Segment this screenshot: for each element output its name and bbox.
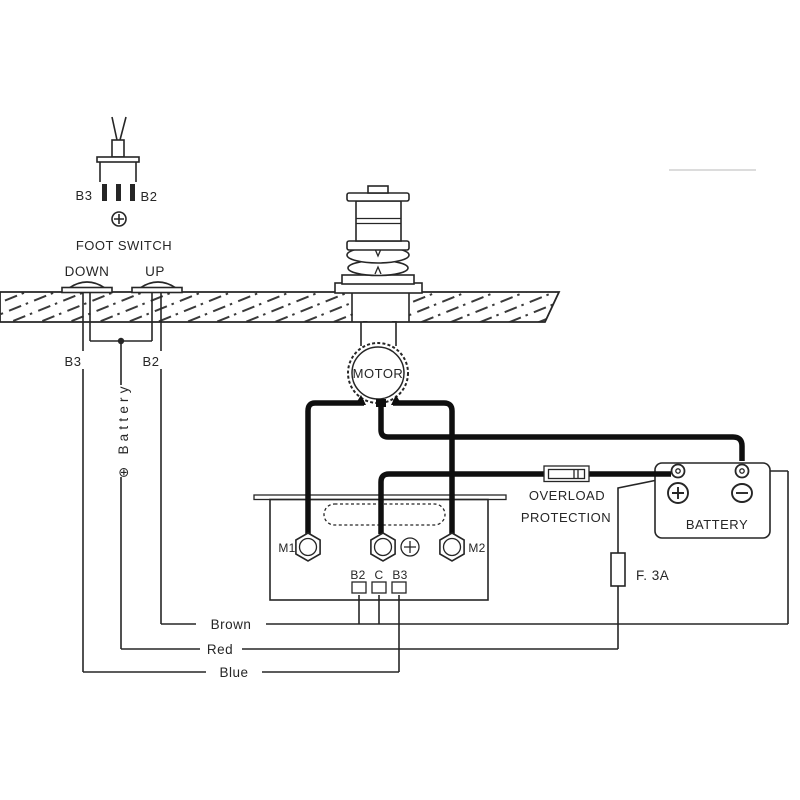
down-pedal-base — [61, 286, 113, 294]
plug-pin-right — [130, 184, 135, 201]
plus-symbol-icon — [667, 482, 689, 504]
screw-plus-icon — [400, 537, 420, 557]
motor-neck — [360, 322, 397, 346]
control-box-terminals: M1 M2 B2 C B3 — [278, 532, 485, 594]
chain-notch — [374, 248, 382, 275]
brown-chip — [196, 616, 266, 632]
remote-b3-label: B3 — [76, 188, 93, 203]
remote-b2-label: B2 — [141, 189, 158, 204]
m1-label: M1 — [278, 541, 295, 555]
fuse: F. 3A — [610, 552, 669, 587]
positive-terminal-post — [675, 468, 681, 474]
overload-protection: OVERLOAD PROTECTION — [521, 465, 611, 525]
control-box-slot — [323, 503, 446, 526]
battery: BATTERY — [654, 462, 771, 539]
brown-label: Brown — [211, 617, 252, 632]
motor-wire-arrow-left — [355, 395, 366, 405]
motor: MOTOR — [347, 342, 409, 404]
plug-body — [99, 162, 137, 182]
cable-strands-icon — [111, 116, 127, 141]
ground-plus-icon — [111, 211, 127, 227]
drum — [355, 200, 402, 242]
wire-motor-to-m1 — [305, 400, 364, 534]
plug-top-plate — [96, 156, 140, 163]
blue-chip — [206, 664, 262, 680]
battery-feed-label: ⊕ Battery — [116, 386, 131, 478]
wire-fuse-to-positive — [617, 476, 673, 649]
battery-label: BATTERY — [686, 517, 748, 532]
battery-terminals — [667, 463, 753, 504]
drum-top-cap — [346, 192, 410, 202]
terminal-b2 — [351, 581, 367, 594]
box-b2-label: B2 — [350, 568, 365, 582]
shaft-deck-cutout — [352, 293, 409, 321]
blue-label: Blue — [219, 665, 248, 680]
minus-symbol-icon — [731, 483, 753, 503]
box-b3-label: B3 — [392, 568, 407, 582]
foot-switch-down — [61, 281, 113, 294]
wire-motor-to-negative — [378, 401, 745, 461]
terminal-center — [370, 532, 396, 562]
power-wiring — [305, 400, 745, 534]
shaft-sides — [351, 292, 410, 322]
red-label: Red — [207, 642, 233, 657]
deck — [0, 291, 561, 323]
windlass — [334, 185, 423, 294]
battery-case — [654, 462, 771, 539]
motor-label: MOTOR — [353, 366, 404, 381]
cable-gland — [111, 139, 125, 158]
fuse-body — [610, 552, 626, 587]
terminal-m1 — [295, 532, 321, 562]
up-pedal-base — [131, 286, 183, 294]
riser-b3-chip — [58, 351, 88, 369]
overload-label-1: OVERLOAD — [529, 488, 605, 503]
box-c-label: C — [375, 568, 384, 582]
drum-grooves — [356, 217, 401, 225]
terminal-b3 — [391, 581, 407, 594]
foot-switch-title: FOOT SWITCH — [76, 238, 172, 253]
drum-bottom-flange — [346, 240, 410, 251]
up-label: UP — [145, 264, 165, 279]
motor-wire-arrow-right — [391, 395, 402, 405]
terminal-c — [371, 581, 387, 594]
remote-pendant: B3 B2 FOOT SWITCH DOWN UP — [65, 116, 172, 279]
riser-b2-chip — [136, 351, 166, 369]
plug-pin-center — [116, 184, 121, 201]
windlass-base-upper — [341, 274, 415, 285]
overload-inner — [547, 468, 586, 480]
riser-b2-label: B2 — [143, 354, 160, 369]
down-label: DOWN — [65, 264, 110, 279]
motor-terminal-nub — [376, 399, 386, 407]
fuse-label: F. 3A — [636, 568, 669, 583]
overload-element-ticks — [573, 469, 579, 479]
wire-labels: B3 B2 ⊕ Battery Brown Red Blue — [58, 351, 266, 680]
wire-motor-to-m2 — [393, 400, 455, 534]
overload-label-2: PROTECTION — [521, 510, 611, 525]
terminal-m2 — [439, 532, 465, 562]
m2-label: M2 — [468, 541, 485, 555]
riser-b3-label: B3 — [65, 354, 82, 369]
deck-band — [0, 291, 561, 323]
top-knob — [367, 185, 389, 194]
wire-center-to-positive — [378, 471, 671, 534]
foot-switch-up — [131, 281, 183, 294]
red-chip — [200, 641, 242, 657]
negative-terminal-post — [739, 468, 745, 474]
plug-pin-left — [102, 184, 107, 201]
